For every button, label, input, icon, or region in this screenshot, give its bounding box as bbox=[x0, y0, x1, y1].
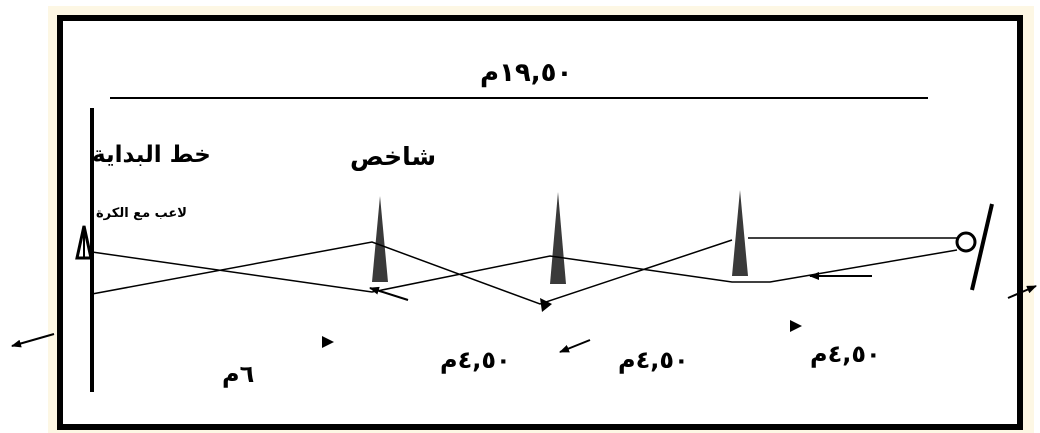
goal-post bbox=[970, 203, 994, 291]
cone-icon bbox=[732, 190, 748, 276]
field-border bbox=[57, 15, 1023, 430]
segment-length-label: ٤,٥٠م bbox=[618, 346, 689, 374]
dribble-path-lower bbox=[91, 239, 733, 305]
ball-icon bbox=[955, 231, 977, 253]
cone-icon bbox=[550, 192, 566, 284]
arrow-icon bbox=[1007, 285, 1037, 299]
cone-icon bbox=[372, 196, 388, 282]
dribble-path-upper bbox=[91, 249, 958, 293]
arrowhead-icon bbox=[540, 298, 552, 312]
segment-length-label: ٤,٥٠م bbox=[810, 340, 881, 368]
segment-length-label: ٦م bbox=[222, 360, 255, 388]
arrowhead-icon bbox=[322, 336, 334, 348]
player-label: لاعب مع الكرة bbox=[96, 206, 187, 221]
arrow-icon bbox=[559, 339, 591, 353]
arrowhead-icon bbox=[790, 320, 802, 332]
start-line-label: خط البداية bbox=[92, 142, 211, 168]
cone-label: شاخص bbox=[350, 142, 437, 171]
arrow-icon bbox=[369, 286, 409, 301]
arrow-icon bbox=[11, 333, 55, 348]
segment-length-label: ٤,٥٠م bbox=[440, 346, 511, 374]
player-icon bbox=[75, 225, 93, 260]
total-length-label: ١٩,٥٠م bbox=[480, 58, 573, 88]
